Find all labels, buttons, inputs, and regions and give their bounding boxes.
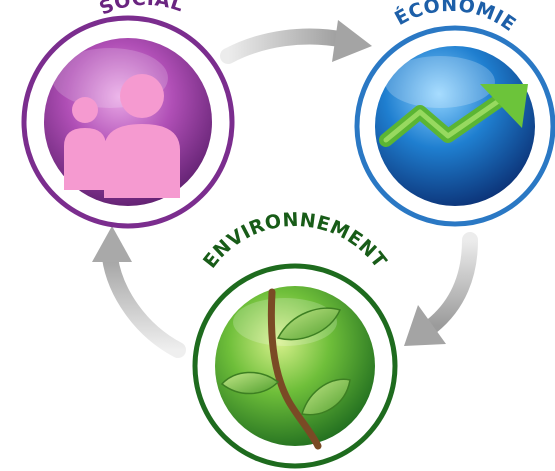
growth-arrow-icon [379, 84, 528, 147]
people-icon [64, 74, 180, 198]
node-environnement: ENVIRONNEMENT [192, 209, 398, 469]
environnement-label: ENVIRONNEMENT [199, 209, 391, 273]
arrow-environnement-to-social [92, 226, 186, 358]
arrow-social-to-economie [220, 20, 372, 64]
arrow-economie-to-environnement [404, 232, 478, 346]
node-economie: ÉCONOMIE [354, 0, 555, 227]
node-social: SOCIAL [21, 0, 235, 229]
plant-icon [220, 288, 351, 450]
